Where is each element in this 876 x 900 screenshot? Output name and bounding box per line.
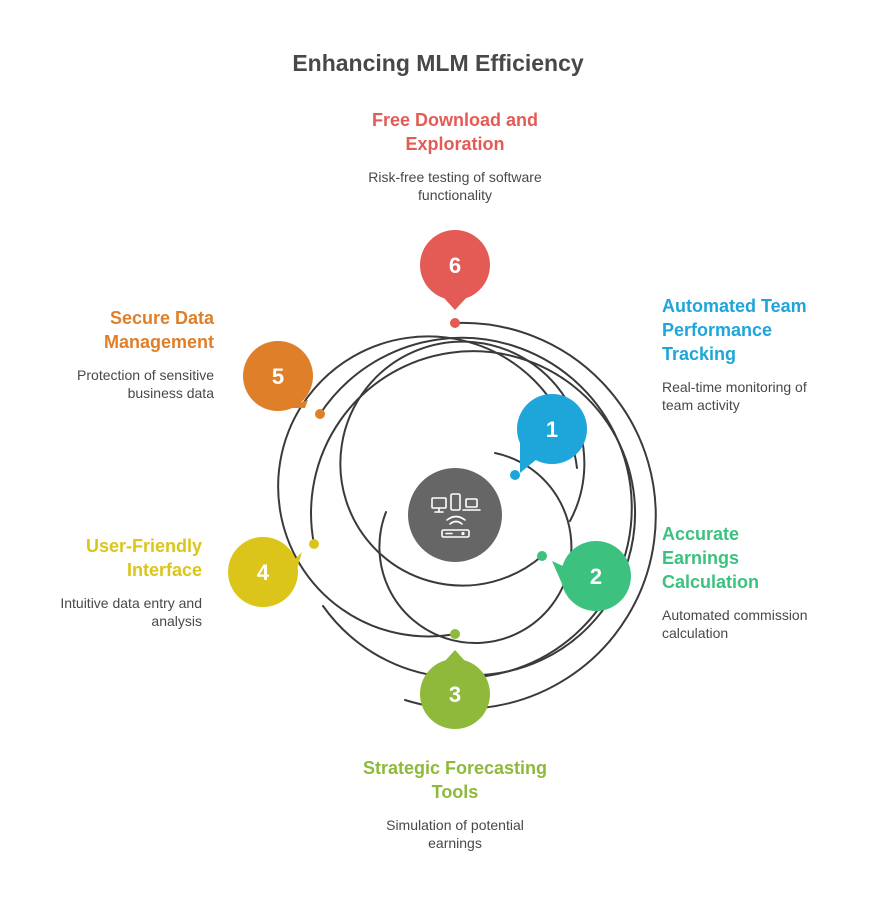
item-6-heading: Free Download and Exploration [371, 110, 539, 154]
dot-5 [315, 409, 325, 419]
ring-1-arc [378, 452, 573, 644]
item-4-description: Intuitive data entry and analysis [60, 595, 202, 629]
dot-4 [309, 539, 319, 549]
dot-1 [510, 470, 520, 480]
ring-3-arc [277, 335, 578, 638]
marker-6: 6 [420, 230, 490, 310]
item-6-description: Risk-free testing of software functional… [368, 169, 542, 203]
marker-1: 1 [517, 394, 587, 473]
item-5-heading: Secure Data Management [103, 308, 214, 352]
marker-4: 4 [228, 537, 302, 607]
center-hub [408, 468, 502, 562]
dot-6 [450, 318, 460, 328]
marker-2-number: 2 [590, 564, 602, 589]
marker-3: 3 [420, 650, 490, 729]
item-2-description: Automated commission calculation [662, 607, 808, 641]
marker-5-number: 5 [272, 364, 284, 389]
marker-6-number: 6 [449, 253, 461, 278]
devices-wifi-icon [431, 493, 481, 538]
ring-4-arc [310, 350, 636, 676]
marker-3-number: 3 [449, 682, 461, 707]
marker-5: 5 [243, 341, 313, 411]
item-1-description: Real-time monitoring of team activity [662, 379, 807, 413]
page-title: Enhancing MLM Efficiency [292, 50, 584, 76]
ring-6-arc [404, 321, 657, 710]
marker-1-number: 1 [546, 417, 558, 442]
item-2-heading: Accurate Earnings Calculation [662, 524, 760, 592]
item-3-heading: Strategic Forecasting Tools [362, 758, 548, 802]
item-4-heading: User-Friendly Interface [85, 536, 202, 580]
item-5-description: Protection of sensitive business data [77, 367, 214, 401]
marker-4-number: 4 [257, 560, 270, 585]
marker-2: 2 [552, 541, 631, 611]
item-3-description: Simulation of potential earnings [386, 817, 524, 851]
dot-2 [537, 551, 547, 561]
item-1-heading: Automated Team Performance Tracking [662, 296, 807, 364]
dot-3 [450, 629, 460, 639]
